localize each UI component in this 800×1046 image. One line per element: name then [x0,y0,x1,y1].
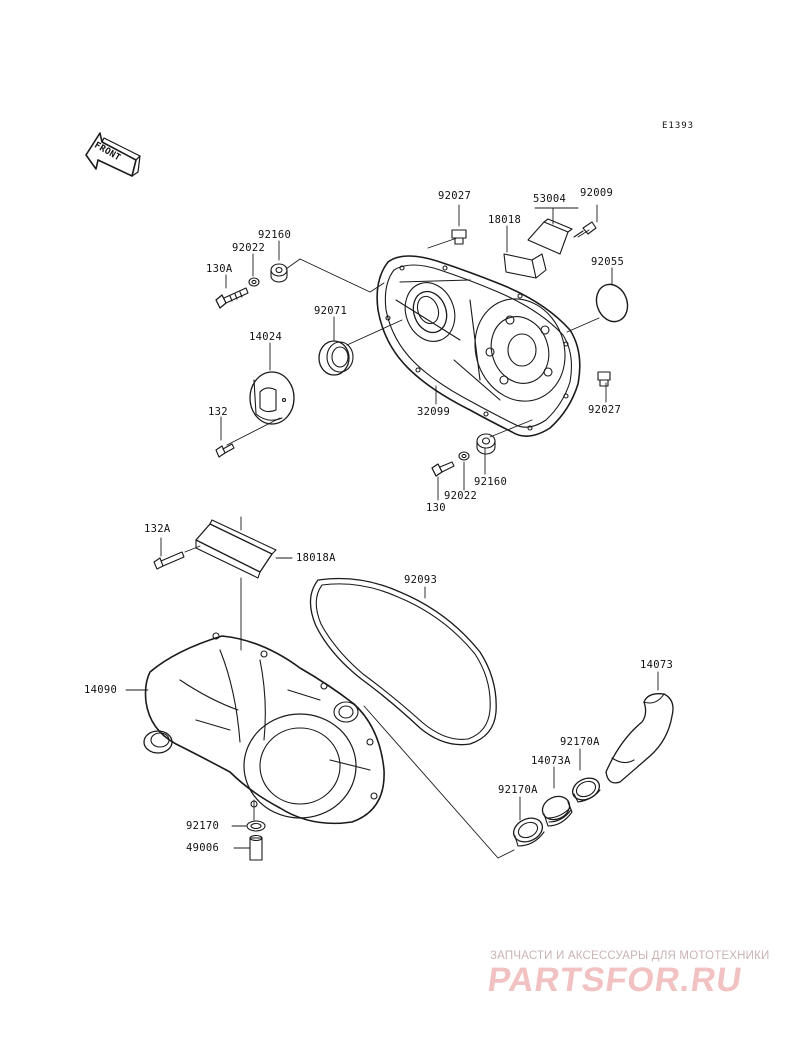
bolt-130 [431,461,455,477]
callout-92170: 92170 [186,820,220,832]
duct-14073A [541,795,573,827]
callout-92022-top: 92022 [232,242,266,254]
leader-lines-upper [220,204,613,501]
oring-92055 [595,283,629,323]
callout-14073A: 14073A [531,755,571,767]
plate-53004 [527,218,573,255]
diagram-code: E1393 [662,121,695,131]
callout-14090: 14090 [84,684,118,696]
callout-92055: 92055 [591,256,625,268]
hose-49006 [249,834,263,861]
bolt-130A [215,287,249,309]
bolt-132 [215,443,235,458]
callout-92160-top: 92160 [258,229,292,241]
callout-130A: 130A [206,263,233,275]
callout-18018: 18018 [488,214,522,226]
washer-92022-bottom [458,451,470,461]
clamp-92170 [246,820,266,832]
watermark-subtitle: ЗАПЧАСТИ И АКСЕССУАРЫ ДЛЯ МОТОТЕХНИКИ [490,950,770,962]
bracket-18018 [503,253,547,279]
clamp-92170A-upper [571,777,601,803]
callout-53004: 53004 [533,193,567,205]
callout-32099: 32099 [417,406,451,418]
leader-lines-lower [125,516,659,859]
collar-92160-top [270,263,288,283]
callout-130: 130 [426,502,446,514]
front-arrow-icon [85,132,141,177]
clamp-92170A-lower [512,817,545,847]
callout-92170A-lower: 92170A [498,784,538,796]
callout-92170A-upper: 92170A [560,736,600,748]
outer-cover-14090 [143,632,385,825]
clutch-cover-32099 [376,255,581,437]
callout-92093: 92093 [404,574,438,586]
bolt-92027-right [597,371,611,387]
callout-92071: 92071 [314,305,348,317]
callout-14073: 14073 [640,659,674,671]
callout-14024: 14024 [249,331,283,343]
callout-18018A: 18018A [296,552,336,564]
seal-92071 [318,340,354,376]
duct-14073 [605,693,674,784]
callout-92009: 92009 [580,187,614,199]
bolt-132A [153,551,185,570]
cover-14024 [249,371,295,425]
callout-92027-top: 92027 [438,190,472,202]
washer-92022-top [248,277,260,287]
bolt-92009 [573,221,597,238]
watermark-logo: PARTSFOR.RU [485,961,745,999]
callout-92160-bottom: 92160 [474,476,508,488]
callout-132A: 132A [144,523,171,535]
gasket-92093 [309,577,497,746]
bracket-18018A [195,519,277,579]
callout-92022-bottom: 92022 [444,490,478,502]
callout-132: 132 [208,406,228,418]
callout-49006: 49006 [186,842,220,854]
bolt-92027-top [451,229,467,245]
callout-92027-right: 92027 [588,404,622,416]
collar-92160-bottom [476,433,496,455]
